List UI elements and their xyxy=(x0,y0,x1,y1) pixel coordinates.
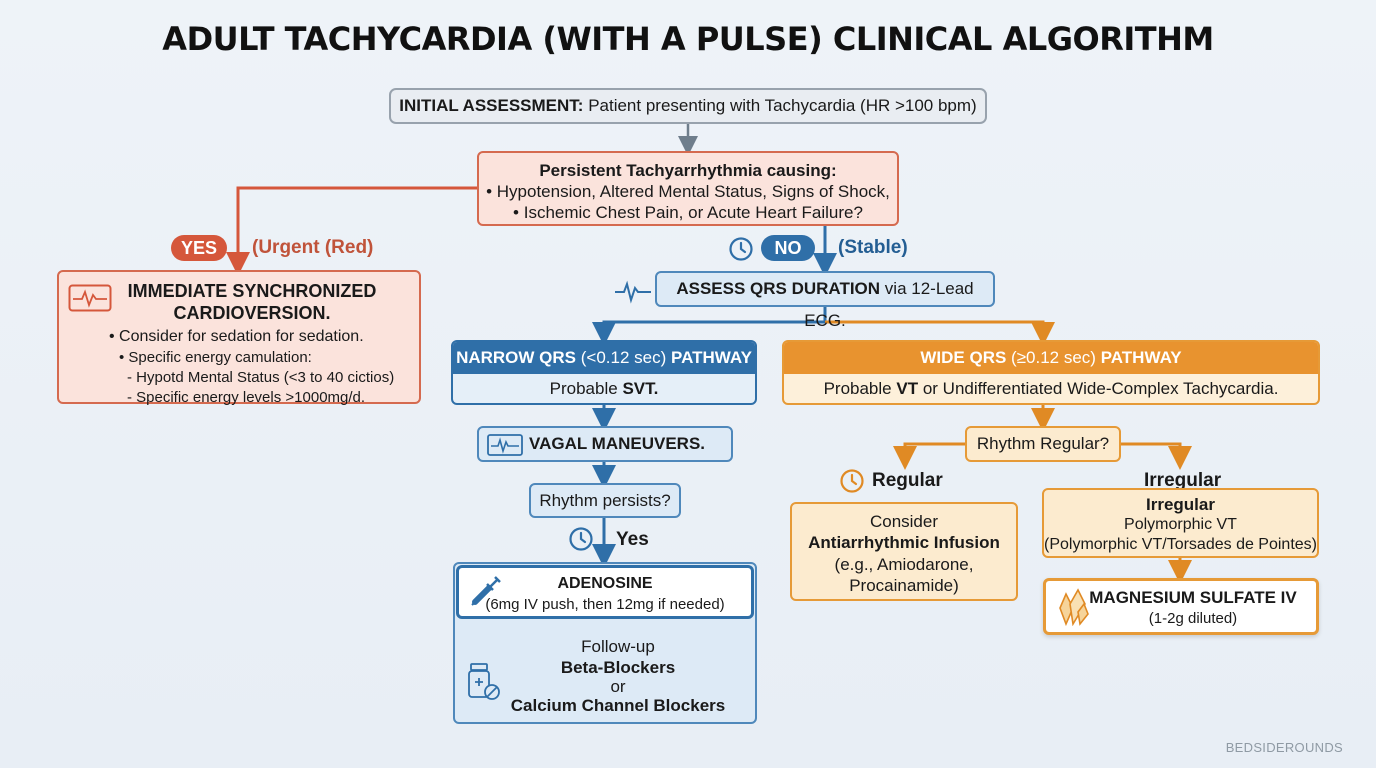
ecg-monitor-icon xyxy=(68,284,112,312)
arrow-regular-q-to-irregular xyxy=(1121,442,1192,470)
adenosine-dose: (6mg IV push, then 12mg if needed) xyxy=(485,596,725,613)
irregular-box: Irregular Polymorphic VT (Polymorphic VT… xyxy=(1042,488,1319,558)
wide-qrs-header-tail: PATHWAY xyxy=(1100,348,1182,367)
instability-question-box: Persistent Tachyarrhythmia causing: • Hy… xyxy=(477,151,899,226)
no-pill: NO xyxy=(761,235,815,261)
rhythm-regular-box: Rhythm Regular? xyxy=(965,426,1121,462)
rhythm-persists-box: Rhythm persists? xyxy=(529,483,681,518)
vagal-maneuvers-box: VAGAL MANEUVERS. xyxy=(477,426,733,462)
adenosine-followup-box: ADENOSINE (6mg IV push, then 12mg if nee… xyxy=(453,562,757,724)
irregular-box-line-2: (Polymorphic VT/Torsades de Pointes) xyxy=(1044,536,1317,553)
arrow-qrs-to-wide xyxy=(825,320,1055,346)
vagal-maneuvers-label: VAGAL MANEUVERS. xyxy=(529,434,706,453)
initial-assessment-label: INITIAL ASSESSMENT: xyxy=(399,96,584,115)
cardioversion-box: IMMEDIATE SYNCHRONIZED CARDIOVERSION. • … xyxy=(57,270,421,406)
initial-assessment-text: Patient presenting with Tachycardia (HR … xyxy=(588,96,977,115)
wide-probable: Probable xyxy=(823,379,892,398)
syringe-icon xyxy=(471,576,501,606)
pill-bottle-icon xyxy=(468,663,500,700)
cardioversion-line-3: - Hypotd Mental Status (<3 to 40 cictios… xyxy=(127,369,395,386)
page-title: ADULT TACHYCARDIA (WITH A PULSE) CLINICA… xyxy=(162,20,1214,58)
watermark: BEDSIDEROUNDS xyxy=(1225,740,1343,755)
arrow-yes-to-cardioversion xyxy=(226,186,478,276)
arrow-qrs-to-narrow xyxy=(592,306,827,346)
narrow-probable-svt: SVT. xyxy=(622,379,659,398)
magnesium-title: MAGNESIUM SULFATE IV xyxy=(1089,588,1297,607)
antiarrhythmic-box: Consider Antiarrhythmic Infusion (e.g., … xyxy=(790,502,1018,601)
antiarrhythmic-line-4: Procainamide) xyxy=(849,576,959,595)
wide-qrs-box: WIDE QRS (≥0.12 sec) PATHWAY Probable VT… xyxy=(782,340,1320,405)
magnesium-dose: (1-2g diluted) xyxy=(1148,610,1238,627)
rhythm-regular-label: Rhythm Regular? xyxy=(976,434,1110,453)
heartbeat-icon xyxy=(615,280,651,304)
irregular-box-title: Irregular xyxy=(1146,495,1215,514)
question-heading: Persistent Tachyarrhythmia causing: xyxy=(539,161,837,180)
narrow-qrs-header-range: (<0.12 sec) xyxy=(580,348,667,367)
narrow-qrs-header-bold: NARROW QRS xyxy=(456,348,577,367)
antiarrhythmic-line-2: Antiarrhythmic Infusion xyxy=(808,533,1000,552)
question-line-1: • Hypotension, Altered Mental Status, Si… xyxy=(486,182,890,201)
clock-icon xyxy=(569,527,593,551)
narrow-probable: Probable xyxy=(549,379,618,398)
initial-assessment-box: INITIAL ASSESSMENT: Patient presenting w… xyxy=(389,88,987,124)
irregular-label: Irregular xyxy=(1144,470,1222,491)
clock-icon xyxy=(729,237,753,261)
regular-label: Regular xyxy=(872,470,943,491)
magnesium-box: MAGNESIUM SULFATE IV (1-2g diluted) xyxy=(1043,578,1319,635)
cardioversion-line-2: • Specific energy camulation: xyxy=(119,349,312,366)
cardioversion-title-2: CARDIOVERSION. xyxy=(173,303,331,323)
wide-probable-vt: VT xyxy=(896,379,919,398)
no-note: (Stable) xyxy=(838,237,908,258)
narrow-qrs-header-tail: PATHWAY xyxy=(671,348,752,367)
wide-probable-tail: or Undifferentiated Wide-Complex Tachyca… xyxy=(922,379,1279,398)
antiarrhythmic-line-1: Consider xyxy=(869,512,939,531)
question-line-2: • Ischemic Chest Pain, or Acute Heart Fa… xyxy=(513,203,863,222)
antiarrhythmic-line-3: (e.g., Amiodarone, xyxy=(834,555,974,574)
rhythm-persists-label: Rhythm persists? xyxy=(539,491,671,510)
wide-qrs-header-range: (≥0.12 sec) xyxy=(1011,348,1096,367)
cardioversion-line-4: - Specific energy levels >1000mg/d. xyxy=(127,389,366,406)
irregular-box-line-1: Polymorphic VT xyxy=(1124,516,1237,533)
cardioversion-line-1: • Consider for sedation for sedation. xyxy=(109,328,364,345)
followup-option-1: Beta-Blockers xyxy=(560,658,676,677)
crystal-icon xyxy=(1059,588,1089,626)
assess-qrs-box: ASSESS QRS DURATION via 12-Lead ECG. xyxy=(655,271,995,330)
adenosine-title: ADENOSINE xyxy=(557,575,653,592)
wide-qrs-header-bold: WIDE QRS xyxy=(920,348,1007,367)
yes-note: (Urgent (Red) xyxy=(252,237,374,258)
followup-or: or xyxy=(610,677,626,696)
cardioversion-title-1: IMMEDIATE SYNCHRONIZED xyxy=(127,281,377,301)
assess-qrs-text: via 12-Lead ECG. xyxy=(804,279,974,330)
assess-qrs-label: ASSESS QRS DURATION xyxy=(676,279,881,298)
arrow-regular-q-to-regular xyxy=(893,442,965,470)
adenosine-box: ADENOSINE (6mg IV push, then 12mg if nee… xyxy=(456,565,754,619)
persists-yes-label: Yes xyxy=(616,529,649,550)
ecg-monitor-icon xyxy=(487,434,523,456)
followup-option-2: Calcium Channel Blockers xyxy=(510,696,726,715)
wide-qrs-header: WIDE QRS (≥0.12 sec) PATHWAY xyxy=(784,342,1318,374)
yes-pill: YES xyxy=(171,235,227,261)
followup-label: Follow-up xyxy=(581,637,655,656)
clock-icon xyxy=(840,469,864,493)
narrow-qrs-box: NARROW QRS (<0.12 sec) PATHWAY Probable … xyxy=(451,340,757,405)
narrow-qrs-header: NARROW QRS (<0.12 sec) PATHWAY xyxy=(453,342,755,374)
